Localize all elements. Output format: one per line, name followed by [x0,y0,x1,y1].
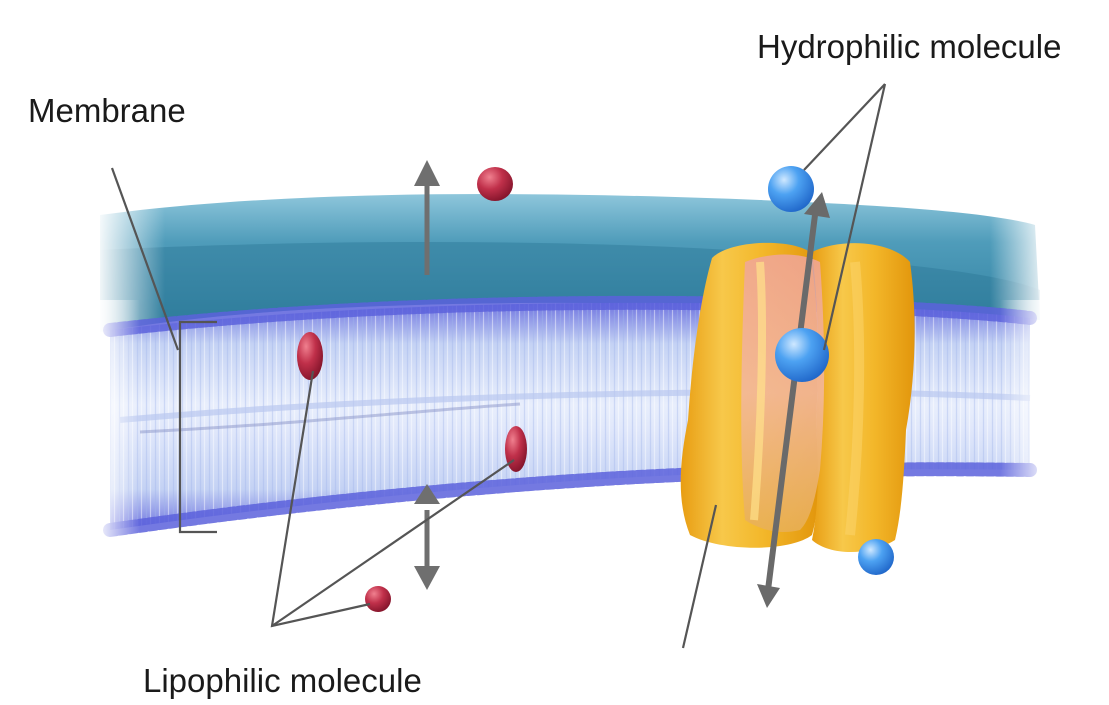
label-hydrophilic-molecule: Hydrophilic molecule [757,30,1061,63]
label-membrane: Membrane [28,94,186,127]
label-lipophilic-molecule: Lipophilic molecule [143,664,422,697]
